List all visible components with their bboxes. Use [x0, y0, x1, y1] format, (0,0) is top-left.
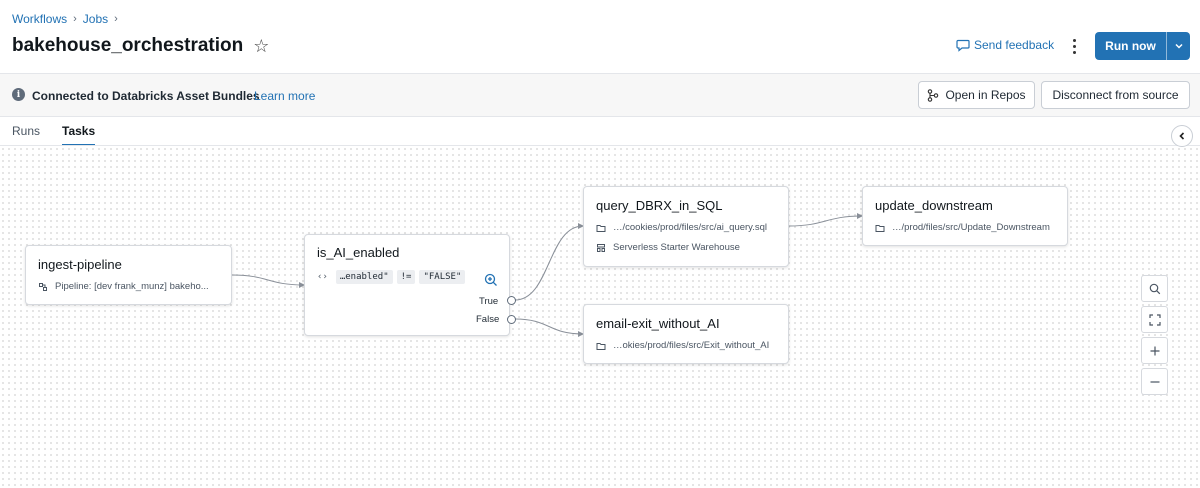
tab-bar: Runs Tasks [12, 124, 96, 146]
pipeline-icon [39, 282, 47, 291]
task-node-is-ai-enabled[interactable]: is_AI_enabled ‹› …enabled" != "FALSE" Tr… [304, 234, 516, 336]
task-node-update-downstream[interactable]: update_downstream …/prod/files/src/Updat… [862, 186, 1068, 246]
notebook-path: …okies/prod/files/src/Exit_without_AI [613, 340, 770, 351]
feedback-icon [956, 39, 970, 52]
send-feedback-label: Send feedback [974, 38, 1055, 52]
condition-operator: != [396, 270, 416, 284]
true-branch-port[interactable] [507, 296, 516, 305]
task-title: query_DBRX_in_SQL [596, 198, 723, 213]
breadcrumb-jobs[interactable]: Jobs [82, 12, 109, 26]
false-branch-label: False [476, 314, 500, 325]
search-icon[interactable] [1141, 275, 1168, 302]
run-now-button[interactable]: Run now [1105, 39, 1156, 53]
folder-icon [596, 224, 606, 232]
branch-icon [928, 88, 939, 102]
task-path: …okies/prod/files/src/Exit_without_AI [596, 340, 769, 351]
folder-icon [596, 342, 606, 350]
warehouse-name: Serverless Starter Warehouse [613, 242, 740, 253]
star-icon[interactable]: ☆ [253, 35, 270, 56]
open-in-repos-button[interactable]: Open in Repos [918, 81, 1035, 109]
minus-icon[interactable] [1141, 368, 1168, 395]
pipeline-name: Pipeline: [dev frank_munz] bakeho... [55, 281, 209, 292]
tab-runs[interactable]: Runs [12, 124, 41, 138]
task-detail: Pipeline: [dev frank_munz] bakeho... [38, 281, 209, 292]
fit-view-icon[interactable] [1141, 306, 1168, 333]
disconnect-from-source-button[interactable]: Disconnect from source [1041, 81, 1190, 109]
page-title-row: bakehouse_orchestration ☆ [12, 35, 269, 57]
run-now-button-group: Run now [1095, 32, 1190, 60]
task-path: …/cookies/prod/files/src/ai_query.sql [596, 222, 767, 233]
plus-icon[interactable] [1141, 337, 1168, 364]
task-title: is_AI_enabled [317, 245, 400, 260]
warehouse-icon [597, 243, 605, 252]
false-branch-port[interactable] [507, 315, 516, 324]
notebook-path: …/prod/files/src/Update_Downstream [892, 222, 1050, 233]
task-node-ingest-pipeline[interactable]: ingest-pipeline Pipeline: [dev frank_mun… [25, 245, 232, 305]
breadcrumb-workflows[interactable]: Workflows [12, 12, 68, 26]
page-title: bakehouse_orchestration [12, 35, 244, 56]
open-in-repos-label: Open in Repos [945, 88, 1026, 102]
condition-right-operand: "FALSE" [419, 270, 466, 284]
learn-more-link[interactable]: Learn more [254, 89, 316, 103]
chevron-right-icon: › [114, 13, 118, 25]
send-feedback-button[interactable]: Send feedback [956, 38, 1054, 52]
task-warehouse: Serverless Starter Warehouse [596, 242, 740, 253]
task-title: ingest-pipeline [38, 257, 122, 272]
info-icon: i [12, 88, 25, 101]
chevron-left-icon[interactable] [1171, 125, 1193, 147]
task-node-email-exit-without-ai[interactable]: email-exit_without_AI …okies/prod/files/… [583, 304, 789, 364]
code-icon: ‹› [317, 272, 328, 282]
task-title: update_downstream [875, 198, 993, 213]
breadcrumb: Workflows › Jobs › [12, 12, 118, 26]
chevron-down-icon[interactable] [1166, 32, 1190, 60]
task-path: …/prod/files/src/Update_Downstream [875, 222, 1050, 233]
chevron-right-icon: › [73, 13, 77, 25]
sql-file-path: …/cookies/prod/files/src/ai_query.sql [613, 222, 767, 233]
banner-text: Connected to Databricks Asset Bundles [32, 89, 260, 103]
task-node-query-dbrx-in-sql[interactable]: query_DBRX_in_SQL …/cookies/prod/files/s… [583, 186, 789, 267]
kebab-icon[interactable] [1068, 36, 1080, 56]
condition-left-operand: …enabled" [335, 270, 393, 284]
folder-icon [875, 224, 885, 232]
condition-expression: ‹› …enabled" != "FALSE" [317, 270, 466, 284]
task-title: email-exit_without_AI [596, 316, 720, 331]
tab-tasks[interactable]: Tasks [62, 124, 96, 146]
zoom-in-icon[interactable] [484, 273, 498, 287]
true-branch-label: True [479, 296, 499, 307]
